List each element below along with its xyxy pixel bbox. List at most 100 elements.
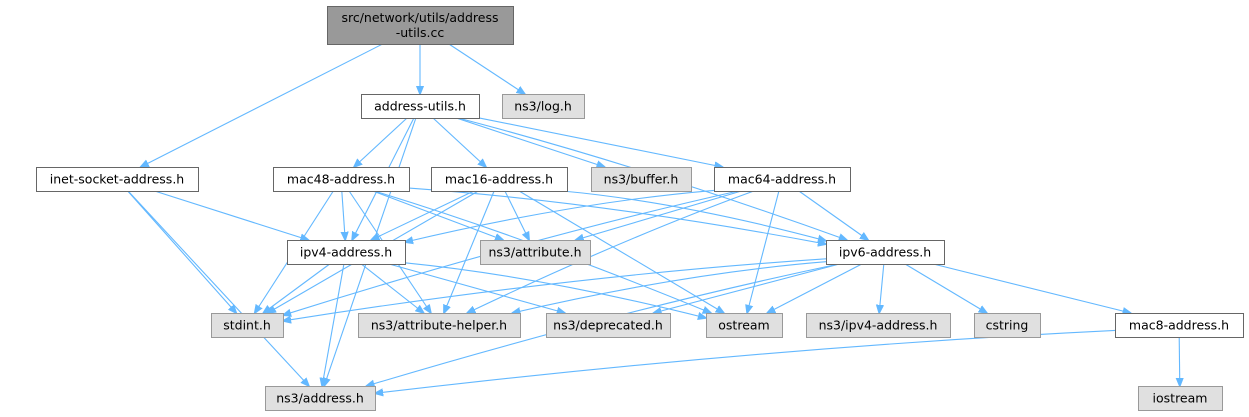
node-box bbox=[806, 313, 951, 338]
node-ns3-attribute: ns3/attribute.h bbox=[480, 240, 591, 265]
node-inet-socket-address[interactable]: inet-socket-address.h bbox=[36, 167, 199, 192]
edge-mac16-address-to-ipv6-address bbox=[562, 190, 827, 241]
edge-mac48-address-to-ipv6-address bbox=[408, 187, 826, 244]
edge-mac48-address-to-ipv4-address bbox=[342, 190, 345, 240]
node-box bbox=[211, 313, 284, 338]
edge-inet-socket-address-to-ns3-address bbox=[127, 190, 309, 386]
node-cstring: cstring bbox=[974, 313, 1041, 338]
edge-mac16-address-to-ns3-attribute bbox=[504, 190, 529, 240]
node-box bbox=[706, 313, 783, 338]
edge-mac64-address-to-ostream bbox=[747, 190, 780, 313]
node-box bbox=[1115, 313, 1244, 338]
node-box bbox=[361, 94, 480, 119]
node-box bbox=[273, 167, 410, 192]
node-box bbox=[327, 6, 514, 45]
node-box bbox=[1138, 386, 1223, 411]
node-label: mac64-address.h bbox=[728, 172, 836, 187]
nodes-layer: src/network/utils/address-utils.cc addres… bbox=[36, 6, 1244, 411]
edge-address-utils-to-mac48-address bbox=[354, 117, 408, 167]
edge-ipv4-address-to-ns3-address bbox=[322, 263, 345, 386]
node-label: address-utils.h bbox=[374, 99, 466, 114]
node-box bbox=[480, 240, 591, 265]
node-label: -utils.cc bbox=[396, 25, 445, 40]
node-iostream: iostream bbox=[1138, 386, 1223, 411]
node-label: src/network/utils/address bbox=[341, 10, 498, 25]
node-box bbox=[36, 167, 199, 192]
edge-mac16-address-to-ns3-attribute-helper bbox=[444, 190, 495, 313]
node-label: mac8-address.h bbox=[1129, 318, 1229, 333]
node-box bbox=[287, 240, 406, 265]
node-label: ostream bbox=[718, 318, 769, 333]
node-ns3-address: ns3/address.h bbox=[265, 386, 376, 411]
edge-ipv6-address-to-ns3-deprecated bbox=[654, 263, 840, 313]
edge-ipv6-address-to-ostream bbox=[767, 263, 863, 313]
node-ns3-ipv4-address: ns3/ipv4-address.h bbox=[806, 313, 951, 338]
edge-mac16-address-to-ostream bbox=[518, 190, 724, 313]
node-label: ns3/ipv4-address.h bbox=[819, 318, 938, 333]
edge-address-utils-to-ns3-buffer bbox=[456, 117, 604, 167]
node-box bbox=[502, 94, 585, 119]
node-mac16-address[interactable]: mac16-address.h bbox=[431, 167, 568, 192]
edge-mac64-address-to-ns3-attribute bbox=[576, 190, 742, 240]
node-box bbox=[431, 167, 568, 192]
node-address-utils[interactable]: address-utils.h bbox=[361, 94, 480, 119]
edge-ipv4-address-to-ostream bbox=[404, 262, 706, 318]
node-label: ns3/buffer.h bbox=[604, 172, 679, 187]
edge-ipv4-address-to-stdint bbox=[263, 263, 331, 313]
edge-address-utils-to-mac64-address bbox=[478, 117, 723, 167]
edge-inet-socket-address-to-stdint bbox=[127, 190, 237, 313]
node-label: ipv4-address.h bbox=[300, 245, 392, 260]
node-box bbox=[546, 313, 671, 338]
edge-root-to-inet-socket-address bbox=[141, 43, 383, 167]
node-ostream: ostream bbox=[706, 313, 783, 338]
node-box bbox=[358, 313, 521, 338]
node-label: cstring bbox=[986, 318, 1029, 333]
edge-inet-socket-address-to-ipv4-address bbox=[154, 190, 309, 240]
edge-ipv4-address-to-ns3-attribute-helper bbox=[360, 263, 423, 313]
node-mac48-address[interactable]: mac48-address.h bbox=[273, 167, 410, 192]
node-mac64-address[interactable]: mac64-address.h bbox=[714, 167, 851, 192]
edge-mac16-address-to-ipv4-address bbox=[371, 190, 475, 240]
node-root[interactable]: src/network/utils/address-utils.cc bbox=[327, 6, 514, 45]
edge-ipv6-address-to-stdint bbox=[283, 258, 827, 321]
edge-address-utils-to-mac16-address bbox=[432, 117, 486, 167]
edge-mac48-address-to-ns3-attribute bbox=[372, 190, 503, 240]
edge-root-to-ns3-log bbox=[448, 43, 525, 94]
node-label: mac16-address.h bbox=[445, 172, 553, 187]
node-box bbox=[826, 240, 945, 265]
node-ipv6-address[interactable]: ipv6-address.h bbox=[826, 240, 945, 265]
node-ns3-deprecated: ns3/deprecated.h bbox=[546, 313, 671, 338]
node-label: ipv6-address.h bbox=[839, 245, 931, 260]
edge-mac64-address-to-ipv6-address bbox=[798, 190, 868, 240]
node-mac8-address[interactable]: mac8-address.h bbox=[1115, 313, 1244, 338]
edge-mac8-address-to-iostream bbox=[1179, 336, 1180, 386]
node-label: ns3/attribute.h bbox=[488, 245, 581, 260]
node-box bbox=[974, 313, 1041, 338]
node-label: iostream bbox=[1153, 391, 1208, 406]
edge-ipv6-address-to-ns3-ipv4-address bbox=[879, 263, 885, 313]
node-box bbox=[265, 386, 376, 411]
node-label: ns3/attribute-helper.h bbox=[371, 318, 507, 333]
node-label: ns3/address.h bbox=[276, 391, 364, 406]
node-ipv4-address[interactable]: ipv4-address.h bbox=[287, 240, 406, 265]
node-label: inet-socket-address.h bbox=[50, 172, 184, 187]
edge-mac64-address-to-ns3-attribute-helper bbox=[467, 190, 754, 313]
node-stdint: stdint.h bbox=[211, 313, 284, 338]
node-label: ns3/deprecated.h bbox=[553, 318, 663, 333]
edge-ipv6-address-to-mac8-address bbox=[933, 263, 1130, 313]
node-label: stdint.h bbox=[223, 318, 271, 333]
node-box bbox=[714, 167, 851, 192]
node-ns3-attribute-helper: ns3/attribute-helper.h bbox=[358, 313, 521, 338]
node-ns3-buffer: ns3/buffer.h bbox=[591, 167, 692, 192]
node-label: ns3/log.h bbox=[514, 99, 572, 114]
node-ns3-log: ns3/log.h bbox=[502, 94, 585, 119]
edge-mac64-address-to-ipv4-address bbox=[405, 189, 715, 242]
node-box bbox=[591, 167, 692, 192]
edge-mac8-address-to-ns3-address bbox=[375, 329, 1116, 393]
edge-ipv4-address-to-ns3-deprecated bbox=[388, 263, 565, 313]
edges-layer bbox=[127, 43, 1180, 393]
edge-ipv6-address-to-cstring bbox=[904, 263, 987, 313]
edge-ipv6-address-to-ns3-attribute-helper bbox=[512, 261, 827, 313]
node-label: mac48-address.h bbox=[287, 172, 395, 187]
